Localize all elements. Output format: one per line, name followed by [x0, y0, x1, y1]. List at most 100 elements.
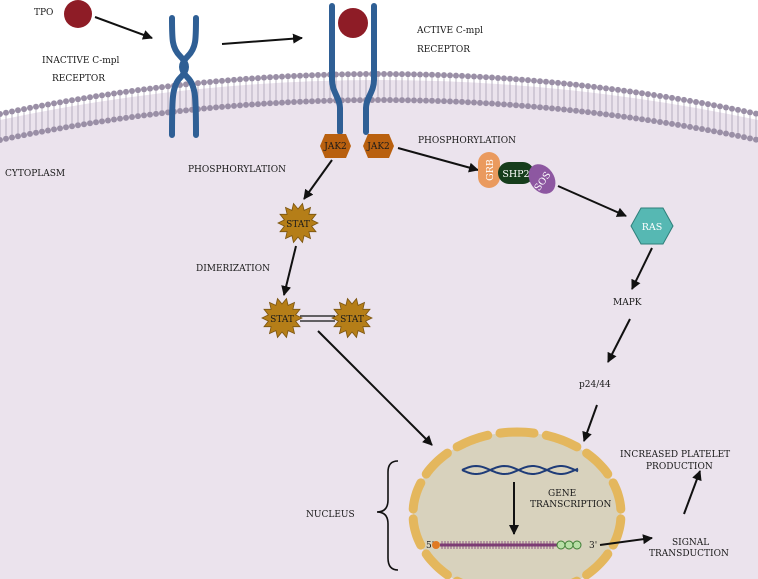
lipid-head — [489, 100, 495, 107]
envelope-segment — [421, 549, 452, 579]
lipid-head — [705, 127, 711, 134]
nucleus-brace — [376, 460, 399, 571]
lipid-head — [693, 98, 699, 105]
lipid-head — [753, 136, 758, 143]
lipid-head — [435, 71, 441, 78]
lipid-head — [243, 75, 249, 82]
lipid-head — [489, 74, 495, 81]
arrow-ras-to-mapk — [631, 247, 653, 290]
phosphorylation-left-label: PHOSPHORYLATION — [188, 165, 286, 175]
lipid-head — [621, 113, 627, 120]
lipid-head — [207, 78, 213, 85]
lipid-head — [129, 87, 135, 94]
lipid-head — [627, 114, 633, 121]
lipid-head — [645, 91, 651, 98]
lipid-head — [69, 97, 75, 104]
lipid-head — [681, 122, 687, 129]
lipid-head — [717, 103, 723, 110]
envelope-segment — [608, 478, 626, 514]
lipid-head — [315, 72, 321, 79]
lipid-head — [57, 99, 63, 106]
lipid-head — [747, 135, 753, 142]
lipid-head — [669, 120, 675, 127]
lipid-head — [399, 71, 405, 78]
lipid-head — [729, 105, 735, 112]
lipid-head — [555, 79, 561, 86]
lipid-head — [141, 112, 147, 119]
envelope-segment — [452, 430, 493, 452]
stat-monomer — [277, 202, 319, 244]
lipid-head — [213, 104, 219, 111]
dimerization-label: DIMERIZATION — [196, 264, 270, 274]
lipid-head — [231, 76, 237, 83]
lipid-head — [633, 89, 639, 96]
lipid-head — [603, 111, 609, 118]
lipid-head — [15, 107, 21, 114]
lipid-head — [423, 71, 429, 78]
lipid-head — [507, 101, 513, 108]
lipid-head — [453, 98, 459, 105]
lipid-head — [741, 134, 747, 141]
lipid-head — [249, 75, 255, 82]
active-cmpl-receptor — [329, 3, 377, 135]
lipid-head — [243, 101, 249, 108]
lipid-head — [363, 71, 369, 78]
mrna-codons — [441, 541, 554, 549]
lipid-head — [111, 90, 117, 97]
lipid-head — [201, 79, 207, 86]
arrow-stat-to-nucleus — [317, 330, 433, 446]
lipid-head — [573, 81, 579, 88]
lipid-head — [675, 95, 681, 102]
transcription-label: TRANSCRIPTION — [530, 500, 612, 510]
lipid-head — [579, 82, 585, 89]
lipid-head — [45, 101, 51, 108]
lipid-head — [279, 99, 285, 106]
lipid-head — [99, 92, 105, 99]
lipid-head — [177, 108, 183, 115]
lipid-head — [465, 99, 471, 106]
cell-membrane — [0, 71, 758, 143]
lipid-head — [567, 81, 573, 88]
lipid-head — [609, 86, 615, 93]
lipid-head — [135, 87, 141, 94]
lipid-head — [81, 95, 87, 102]
lipid-head — [663, 119, 669, 126]
lipid-head — [549, 105, 555, 112]
lipid-head — [315, 98, 321, 105]
lipid-head — [753, 110, 758, 117]
lipid-head — [33, 129, 39, 136]
lipid-head — [387, 97, 393, 104]
lipid-head — [153, 84, 159, 91]
lipid-head — [39, 128, 45, 135]
lipid-head — [3, 109, 9, 116]
lipid-head — [75, 96, 81, 103]
lipid-head — [561, 106, 567, 113]
dna-strand-a — [461, 464, 579, 476]
mrna-cap — [432, 541, 440, 549]
mrna-3prime: 3' — [589, 541, 597, 551]
mrna-tail-2 — [564, 540, 574, 550]
lipid-head — [63, 98, 69, 105]
lipid-head — [723, 104, 729, 111]
tpo-arrow — [94, 16, 153, 40]
lipid-head — [447, 72, 453, 79]
arrow-platelet-production — [683, 470, 702, 515]
lipid-head — [429, 97, 435, 104]
mrna-tail-1 — [556, 540, 566, 550]
lipid-head — [657, 118, 663, 125]
lipid-head — [105, 91, 111, 98]
lipid-head — [495, 74, 501, 81]
lipid-head — [165, 83, 171, 90]
lipid-head — [477, 73, 483, 80]
lipid-head — [519, 102, 525, 109]
lipid-head — [9, 134, 15, 141]
lipid-head — [123, 114, 129, 121]
lipid-head — [267, 74, 273, 81]
lipid-head — [303, 98, 309, 105]
lipid-head — [741, 108, 747, 115]
lipid-head — [117, 89, 123, 96]
lipid-head — [585, 83, 591, 90]
dna-strand-b — [461, 464, 579, 476]
gene-label: GENE — [548, 489, 576, 499]
tpo-molecule — [64, 0, 92, 28]
